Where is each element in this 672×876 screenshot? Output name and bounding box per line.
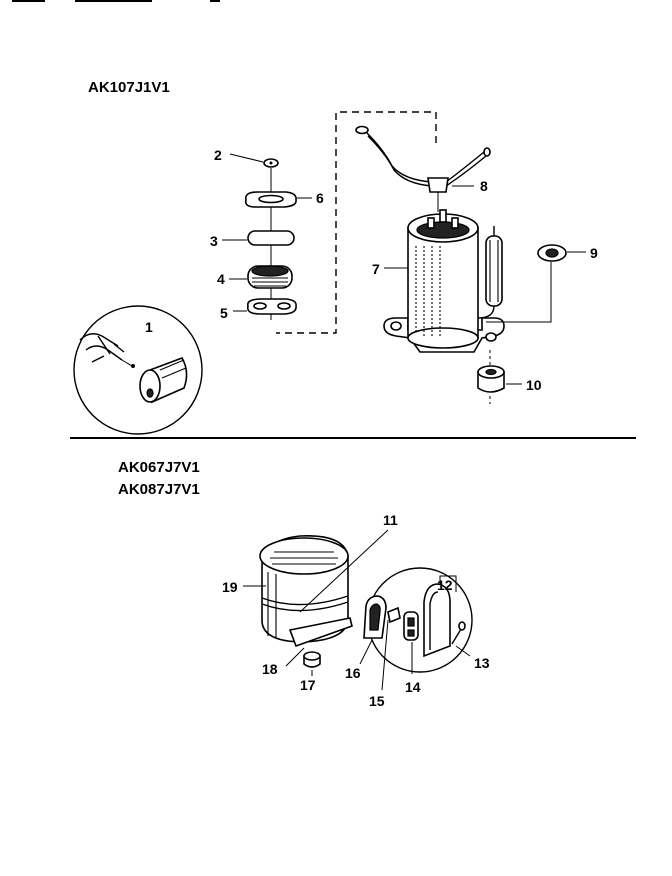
callout-11-leader [299, 529, 389, 613]
callout-18: 18 [262, 661, 278, 677]
callout-14: 14 [405, 679, 421, 695]
callout-9: 9 [590, 245, 598, 261]
part-9-grommet [486, 244, 586, 323]
part-19-compressor [243, 535, 353, 648]
callout-10: 10 [526, 377, 542, 393]
part-5-gasket [233, 298, 297, 315]
callout-17: 17 [300, 677, 316, 693]
part-18-mounting-foot [285, 647, 305, 667]
callout-11: 11 [383, 512, 398, 528]
model-label-ak087j7v1: AK087J7V1 [118, 481, 200, 498]
callout-7: 7 [372, 261, 380, 277]
part-7-compressor [383, 209, 505, 353]
callout-16: 16 [345, 665, 361, 681]
part-3-plate [222, 230, 295, 246]
callout-6: 6 [316, 190, 324, 206]
callout-5: 5 [220, 305, 228, 321]
callout-12: 12 [437, 577, 453, 593]
part-12-terminal-cover [423, 575, 457, 658]
callout-15: 15 [369, 693, 385, 709]
callout-2: 2 [214, 147, 222, 163]
callout-1: 1 [145, 319, 153, 335]
part-10-cushion [477, 350, 522, 404]
callout-8: 8 [480, 178, 488, 194]
part-16-terminal-gasket [359, 595, 387, 665]
callout-19: 19 [222, 579, 238, 595]
part-4-overload [229, 265, 293, 289]
part-1-detail-circle [73, 305, 203, 435]
part-15-clip [381, 606, 401, 691]
model-label-ak067j7v1: AK067J7V1 [118, 459, 200, 476]
part-14-overload [403, 611, 419, 674]
dashed-group-bracket [276, 111, 437, 334]
callout-3: 3 [210, 233, 218, 249]
model-label-ak107j1v1: AK107J1V1 [88, 79, 170, 96]
callout-4: 4 [217, 271, 225, 287]
part-6-gasket [244, 191, 312, 208]
part-17-grommet [303, 651, 321, 676]
part-8-power-cord [355, 125, 491, 212]
part-2-washer [229, 153, 279, 168]
callout-13: 13 [474, 655, 490, 671]
part-13-screw [451, 621, 471, 657]
